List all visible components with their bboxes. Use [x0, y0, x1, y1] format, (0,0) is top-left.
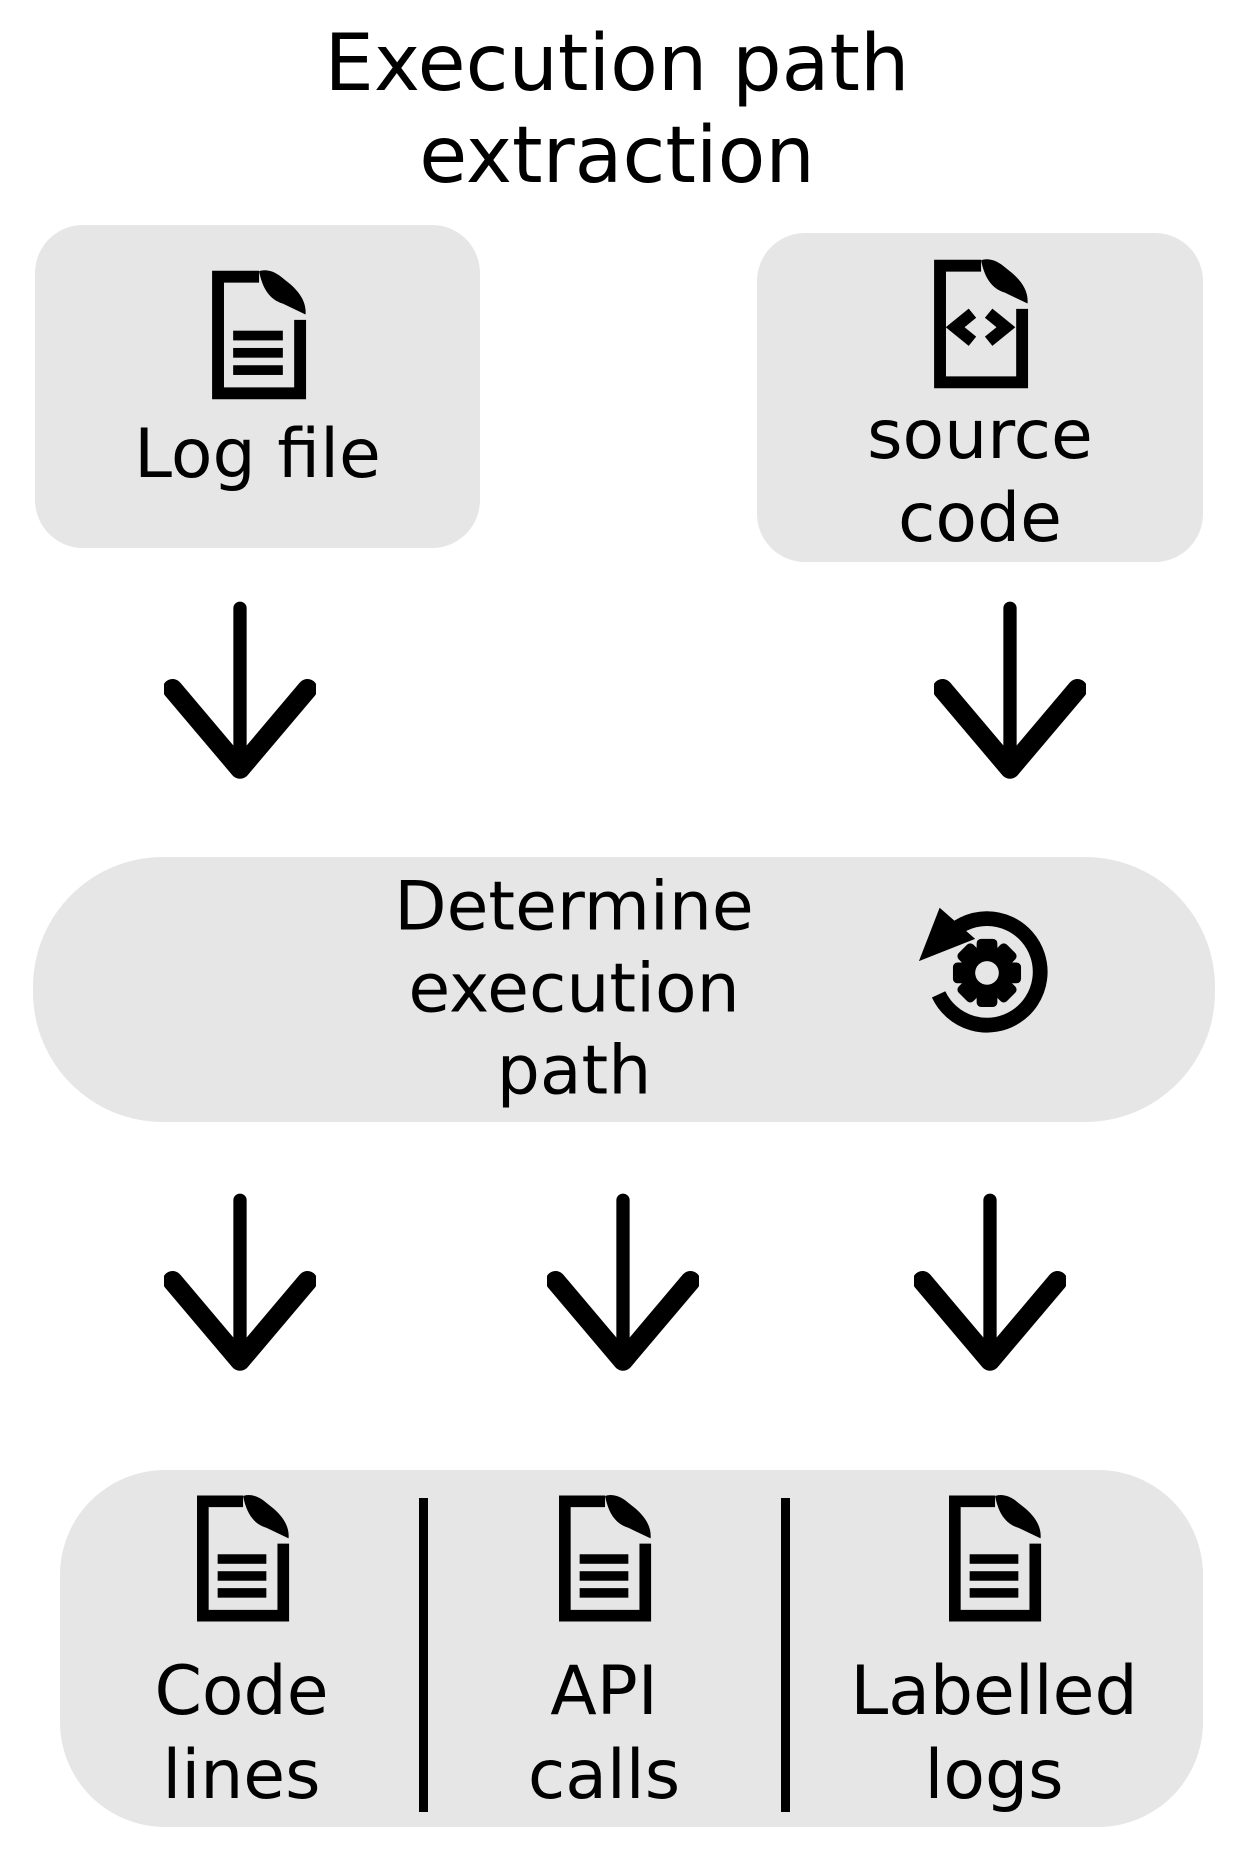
node-label: source code: [867, 396, 1093, 558]
column-divider: [419, 1498, 428, 1812]
document-text-icon: [204, 270, 312, 400]
node-label: Log file: [134, 415, 381, 494]
node-label: Labelled logs: [850, 1652, 1138, 1816]
document-code-icon: [926, 259, 1034, 389]
down-arrow-icon: [164, 1190, 316, 1372]
output-node-group: Code lines API calls Labelled logs: [60, 1470, 1203, 1827]
output-node-code-lines: Code lines: [60, 1470, 423, 1827]
down-arrow-icon: [164, 598, 316, 780]
document-text-icon: [941, 1495, 1047, 1622]
node-label: Code lines: [154, 1652, 329, 1816]
node-label: API calls: [527, 1652, 681, 1816]
page-title: Execution path extraction: [324, 19, 910, 202]
down-arrow-icon: [914, 1190, 1066, 1372]
input-node-source-code: source code: [757, 233, 1203, 562]
node-label: Determine execution path: [394, 867, 754, 1111]
input-node-log-file: Log file: [35, 225, 480, 548]
down-arrow-icon: [547, 1190, 699, 1372]
output-node-labelled-logs: Labelled logs: [785, 1470, 1203, 1827]
rotate-gear-icon: [913, 893, 1061, 1041]
output-node-api-calls: API calls: [423, 1470, 785, 1827]
process-node-determine-execution-path: Determine execution path: [33, 857, 1215, 1122]
document-text-icon: [189, 1495, 295, 1622]
column-divider: [781, 1498, 790, 1812]
down-arrow-icon: [934, 598, 1086, 780]
document-text-icon: [551, 1495, 657, 1622]
